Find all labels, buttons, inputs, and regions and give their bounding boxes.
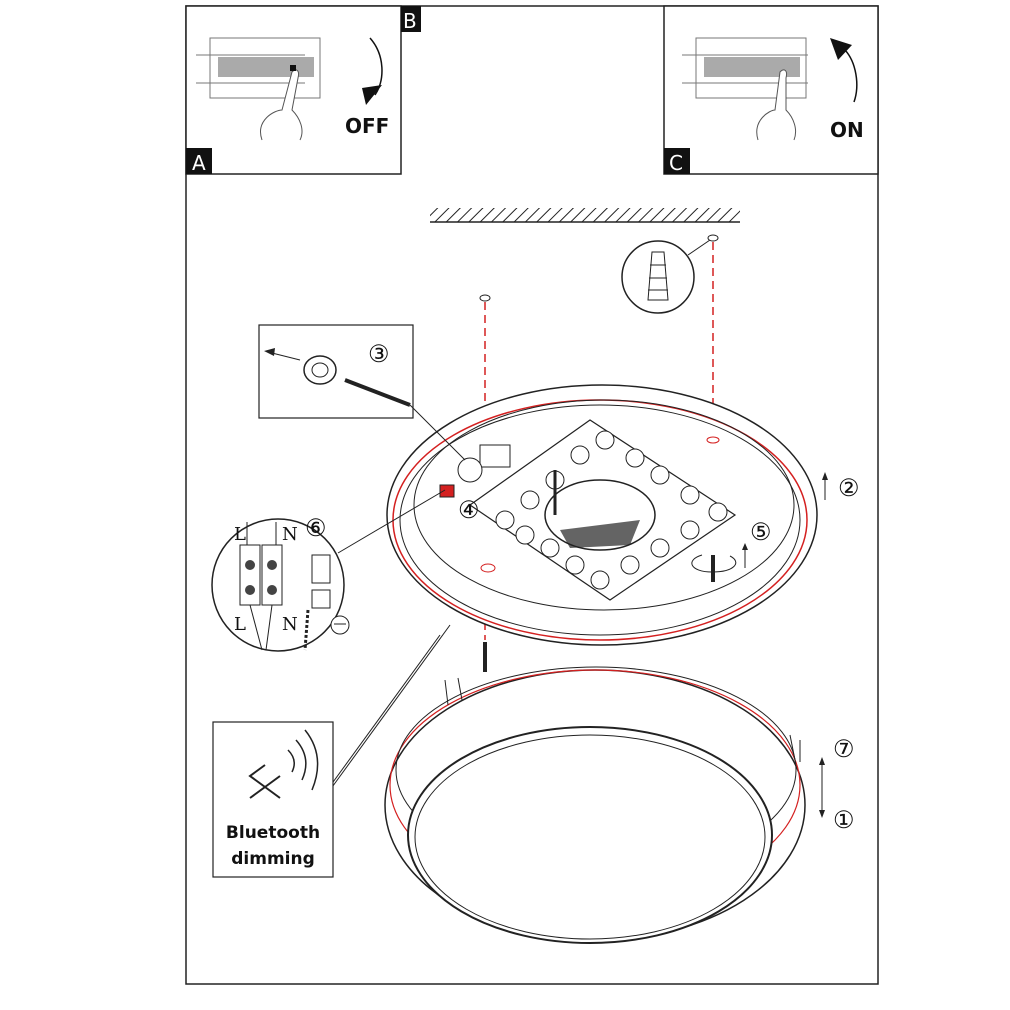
- dimming-label: dimming: [231, 849, 315, 869]
- bluetooth-dimming-callout: [212, 721, 334, 878]
- wall-plug-detail: [621, 239, 711, 314]
- step-1-label: ①: [833, 806, 855, 834]
- rotate-arrow-icon: [691, 554, 737, 573]
- off-label: OFF: [345, 114, 389, 138]
- arrow-up-icon: [844, 49, 858, 103]
- breaker-icon: [196, 37, 321, 99]
- knockout-detail: [258, 324, 466, 461]
- panel-c-switch-on: ON C: [663, 5, 879, 175]
- panel-a-label: A: [192, 151, 206, 175]
- bluetooth-icon: [248, 764, 281, 799]
- panel-b-label: B: [403, 9, 417, 33]
- page-frame: [185, 5, 879, 985]
- hand-icon: [260, 69, 303, 141]
- lamp-cover: [384, 666, 806, 944]
- wiring-detail: [211, 489, 446, 652]
- bluetooth-label: Bluetooth: [226, 823, 320, 843]
- step-2-label: ②: [838, 474, 860, 502]
- on-label: ON: [830, 118, 864, 142]
- breaker-icon: [682, 37, 808, 99]
- step-3-label: ③: [368, 340, 390, 368]
- panel-c-label: C: [669, 151, 683, 175]
- ceiling-hatch: [430, 208, 740, 222]
- hand-icon: [756, 69, 797, 141]
- mounting-base: [386, 384, 818, 646]
- wire-n-top: N: [282, 524, 298, 545]
- signal-waves-icon: [287, 729, 319, 791]
- step-7-label: ⑦: [833, 735, 855, 763]
- wire-n-bottom: N: [282, 614, 298, 635]
- step-5-label: ⑤: [750, 518, 772, 546]
- step-4-label: ④: [458, 496, 480, 524]
- panel-a-switch-off: OFF A: [185, 5, 402, 175]
- wire-l-bottom: L: [234, 614, 246, 635]
- wire-l-top: L: [234, 524, 246, 545]
- step-6-label: ⑥: [305, 514, 327, 542]
- terminal-block: [479, 444, 511, 468]
